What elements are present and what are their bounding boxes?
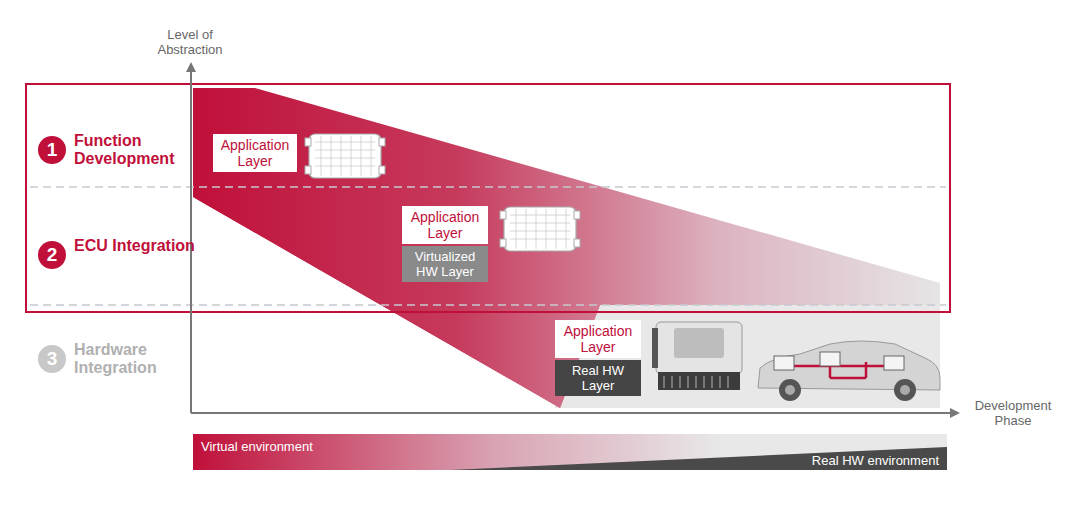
layer-name: Real HW Layer	[559, 363, 637, 393]
car-illustration	[758, 341, 940, 401]
ecu-icon-virtual	[500, 207, 580, 251]
callout-number: 3	[38, 345, 66, 373]
layer-name: Application Layer	[559, 323, 637, 355]
phase-name: ECU Integration	[74, 237, 199, 255]
phase-name: Hardware Integration	[74, 341, 199, 377]
x-axis	[191, 412, 952, 414]
phase-label: 2 ECU Integration	[36, 237, 206, 277]
environment-bar	[193, 434, 947, 470]
layer-name: Application Layer	[406, 209, 484, 241]
phase-separator	[30, 304, 946, 306]
environment-label: Virtual environment	[201, 439, 313, 454]
ecu-icon-virtual	[305, 134, 385, 178]
environment-label: Real HW environment	[812, 453, 939, 468]
layer-box: Virtualized HW Layer	[402, 246, 488, 282]
phase-label: 3 Hardware Integration	[36, 341, 206, 381]
x-axis-arrow	[950, 408, 960, 418]
axis-label: Level of Abstraction	[140, 27, 240, 57]
phase-name: Function Development	[74, 132, 199, 168]
layer-box: Application Layer	[213, 134, 297, 172]
abstraction-wedge-lower	[193, 197, 600, 408]
ecu-hardware	[652, 322, 742, 390]
abstraction-wedge	[193, 88, 940, 408]
axis-label: Development Phase	[958, 398, 1068, 428]
phase-label: 1 Function Development	[36, 132, 206, 172]
phase-separator	[30, 186, 946, 188]
layer-name: Virtualized HW Layer	[406, 249, 484, 279]
grey-region	[555, 305, 940, 408]
callout-number: 2	[38, 241, 66, 269]
environment-band: Virtual environmentReal HW environment	[193, 434, 947, 470]
callout-number: 1	[38, 136, 66, 164]
layer-box: Application Layer	[555, 320, 641, 358]
real-hw-wedge	[450, 447, 947, 470]
virtual-frame	[26, 84, 950, 312]
layer-box: Application Layer	[402, 206, 488, 244]
layer-box: Real HW Layer	[555, 360, 641, 396]
y-axis-arrow	[186, 62, 196, 72]
layer-name: Application Layer	[217, 137, 293, 169]
